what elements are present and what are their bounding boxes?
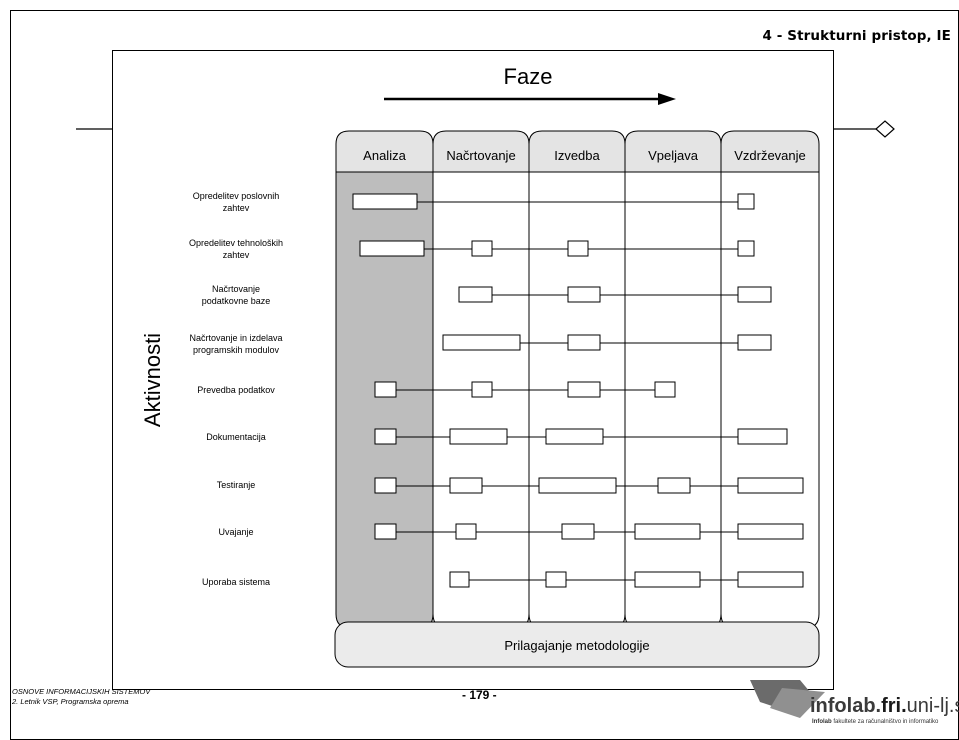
phase-label: Izvedba: [554, 148, 600, 163]
phase-label: Vpeljava: [648, 148, 699, 163]
footer-course-line2: 2. Letnik VSP, Programska oprema: [12, 697, 129, 706]
activity-box: [545, 571, 567, 588]
aktivnosti-label: Aktivnosti: [140, 333, 165, 427]
activity-box: [737, 240, 755, 257]
activity-label: Načrtovanje: [212, 284, 260, 294]
activity-box: [352, 193, 418, 210]
activity-box: [449, 477, 483, 494]
activity-box: [374, 381, 397, 398]
infolab-logo: infolab.fri.uni-lj.si Infolab fakultete …: [750, 680, 959, 725]
activity-label: Dokumentacija: [206, 432, 266, 442]
activity-box: [737, 428, 788, 445]
activity-label: Uporaba sistema: [202, 577, 270, 587]
activity-box: [359, 240, 425, 257]
activity-label: zahtev: [223, 250, 250, 260]
activity-box: [471, 240, 493, 257]
activity-box: [657, 477, 691, 494]
phase-header-nacrtovanje: Načrtovanje: [432, 130, 530, 173]
activity-labels: Opredelitev poslovnih zahtev Opredelitev…: [189, 191, 283, 587]
activity-box: [449, 571, 470, 588]
activity-label: zahtev: [223, 203, 250, 213]
logo-tagline: Infolab fakultete za računalništvo in in…: [812, 719, 939, 725]
activity-label: Načrtovanje in izdelava: [189, 333, 282, 343]
activity-label: programskih modulov: [193, 345, 280, 355]
activity-label: Opredelitev tehnoloških: [189, 238, 283, 248]
activity-box: [374, 477, 397, 494]
phase-label: Analiza: [363, 148, 406, 163]
bottom-bar: [334, 621, 820, 668]
page-header-title: 4 - Strukturni pristop, IE: [762, 28, 951, 44]
phase-column-analiza: [335, 171, 434, 629]
activity-box: [634, 571, 701, 588]
activity-box: [737, 193, 755, 210]
activity-box: [567, 381, 601, 398]
activity-box: [545, 428, 604, 445]
activity-box: [567, 240, 589, 257]
activity-box: [654, 381, 676, 398]
phase-header-vzdrzevanje: Vzdrževanje: [720, 130, 820, 173]
footer-course-line1: OSNOVE INFORMACIJSKIH SISTEMOV: [12, 687, 151, 696]
phase-header-vpeljava: Vpeljava: [624, 130, 722, 173]
phase-column-nacrtovanje: [432, 171, 530, 629]
footer-page-number: - 179 -: [462, 688, 497, 702]
activity-box: [455, 523, 477, 540]
logo-text: infolab.fri.uni-lj.si: [810, 695, 959, 717]
phase-header-izvedba: Izvedba: [528, 130, 626, 173]
activity-label: Uvajanje: [218, 527, 253, 537]
activity-box: [634, 523, 701, 540]
diamond-connector-icon: [875, 120, 895, 138]
activity-label: Testiranje: [217, 480, 256, 490]
activity-box: [449, 428, 508, 445]
phase-label: Vzdrževanje: [734, 148, 806, 163]
activity-box: [737, 334, 772, 351]
activity-box: [567, 334, 601, 351]
activity-box: [737, 477, 804, 494]
activity-box: [538, 477, 617, 494]
activity-box: [567, 286, 601, 303]
activity-box: [471, 381, 493, 398]
phase-label: Načrtovanje: [446, 148, 515, 163]
bottom-bar-label: Prilagajanje metodologije: [504, 638, 649, 653]
phase-column-vzdrzevanje: [720, 171, 820, 629]
phase-column-vpeljava: [624, 171, 722, 629]
activity-box: [737, 523, 804, 540]
arrow-right-icon: [658, 93, 676, 105]
faze-title: Faze: [504, 64, 553, 89]
phase-header-analiza: Analiza: [335, 130, 434, 173]
activity-label: Prevedba podatkov: [197, 385, 275, 395]
phase-column-izvedba: [528, 171, 626, 629]
activity-label: Opredelitev poslovnih: [193, 191, 280, 201]
activity-box: [458, 286, 493, 303]
footer-course-info: OSNOVE INFORMACIJSKIH SISTEMOV 2. Letnik…: [12, 687, 150, 707]
activity-box: [561, 523, 595, 540]
activity-box: [737, 286, 772, 303]
activity-boxes: [352, 193, 804, 588]
activity-box: [737, 571, 804, 588]
activity-box: [442, 334, 521, 351]
activity-box: [374, 523, 397, 540]
activity-box: [374, 428, 397, 445]
activity-label: podatkovne baze: [202, 296, 271, 306]
